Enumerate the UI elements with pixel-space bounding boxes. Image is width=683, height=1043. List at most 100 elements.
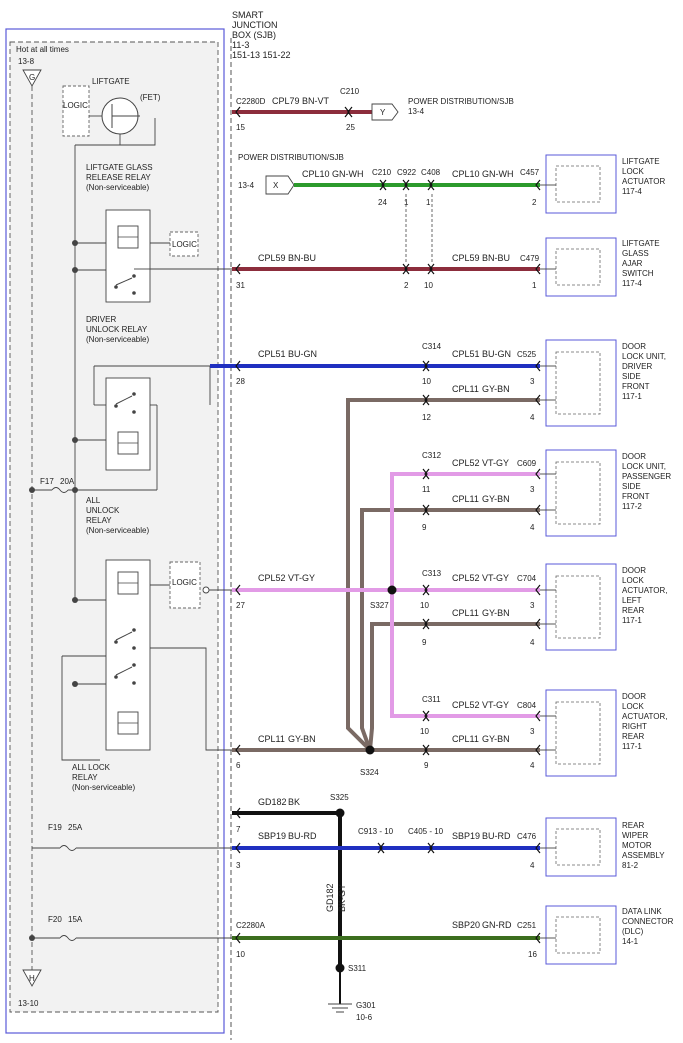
wire-color-label: GY-BN (482, 384, 510, 394)
all-lock-relay: ALL LOCK RELAY (Non-serviceable) (72, 763, 135, 792)
logic-label: LOGIC (172, 578, 197, 587)
pin-label: 1 (404, 198, 409, 207)
component-label: DOOR (622, 692, 646, 701)
connector-label: C2280A (236, 921, 266, 930)
offsheet-letter: Y (380, 108, 386, 117)
component-label: LOCK (622, 702, 644, 711)
pin-label: 1 (532, 281, 537, 290)
component-label: 117-2 (622, 502, 642, 511)
wire-color-label: GN-WH (482, 169, 514, 179)
sjb-title-line: 151-13 151-22 (232, 50, 291, 60)
component-label: GLASS (622, 249, 649, 258)
offsheet-label: POWER DISTRIBUTION/SJB (238, 153, 344, 162)
liftgate-glass-release-relay: LIFTGATE GLASS RELEASE RELAY (Non-servic… (86, 163, 153, 303)
wire-circuit-label: CPL11 (452, 384, 479, 394)
component-label: LIFTGATE (622, 239, 660, 248)
connector-label: C210 (372, 168, 392, 177)
sjb-title-line: SMART (232, 10, 264, 20)
logic-box (62, 85, 90, 137)
pin-label: 25 (346, 123, 355, 132)
component-label: PASSENGER (622, 472, 671, 481)
splice-label: S325 (330, 793, 349, 802)
relay-label: LIFTGATE GLASS (86, 163, 153, 172)
fuse-name: F20 (48, 915, 62, 924)
component-label: 117-4 (622, 187, 642, 196)
fuse-rating: 25A (68, 823, 83, 832)
pin-label: 3 (236, 861, 241, 870)
component-label: DOOR (622, 566, 646, 575)
ground-ref: 10-6 (356, 1013, 373, 1022)
pin-label: 3 (530, 377, 535, 386)
component-rear-wiper-motor: REAR WIPER MOTOR ASSEMBLY 81-2 (540, 817, 665, 877)
wire-color-label: BK (288, 797, 300, 807)
component-label: 117-1 (622, 616, 642, 625)
wire-circuit-label: CPL11 (258, 734, 285, 744)
pin-label: 4 (530, 413, 535, 422)
component-label: LOCK UNIT, (622, 462, 666, 471)
relay-label: UNLOCK RELAY (86, 325, 148, 334)
pin-label: 3 (530, 485, 535, 494)
sjb-title: SMART JUNCTION BOX (SJB) 11-3 151-13 151… (232, 10, 291, 60)
component-label: WIPER (622, 831, 648, 840)
component-label: 117-4 (622, 279, 642, 288)
pin-label: 3 (530, 727, 535, 736)
splice-s324 (365, 745, 375, 755)
sjb-frame (5, 28, 225, 1034)
component-label: LIFTGATE (622, 157, 660, 166)
component-label: ASSEMBLY (622, 851, 665, 860)
pin-label: 15 (236, 123, 245, 132)
component-label: SIDE (622, 372, 641, 381)
component-label: LOCK (622, 167, 644, 176)
wire-color-label: GN-RD (482, 920, 512, 930)
component-label: LOCK UNIT, (622, 352, 666, 361)
component-label: REAR (622, 732, 644, 741)
pin-label: 1 (426, 198, 431, 207)
wire-color-label: BK-GY (337, 884, 347, 912)
wire-circuit-label: CPL11 (452, 494, 479, 504)
relay-label: ALL (86, 496, 101, 505)
fuse-rating: 15A (68, 915, 83, 924)
component-label: REAR (622, 606, 644, 615)
component-label: 14-1 (622, 937, 639, 946)
offsheet-label: 13-4 (238, 181, 255, 190)
pin-label: 4 (530, 638, 535, 647)
ref-top: 13-8 (18, 57, 35, 66)
component-label: REAR (622, 821, 644, 830)
wire-color-label: VT-GY (482, 700, 509, 710)
logic-label: LOGIC (172, 240, 197, 249)
fuse-symbol (51, 487, 69, 493)
wire-cpl11-harness (232, 398, 540, 752)
wire-color-label: VT-GY (482, 573, 509, 583)
splice-s327 (387, 585, 397, 595)
bus-node-top: G (22, 69, 42, 87)
wire-circuit-label: CPL51 (258, 349, 286, 359)
wire-circuit-label: CPL79 (272, 96, 300, 106)
connector-label: C525 (517, 350, 537, 359)
component-liftgate-glass-ajar-switch: LIFTGATE GLASS AJAR SWITCH 117-4 (540, 237, 660, 297)
wire-circuit-label: CPL52 (258, 573, 286, 583)
logic-box (169, 231, 199, 257)
pin-label: 11 (422, 485, 431, 494)
wire-circuit-label: SBP19 (258, 831, 286, 841)
component-label: DATA LINK (622, 907, 662, 916)
component-label: 81-2 (622, 861, 639, 870)
wire-color-label: GY-BN (482, 494, 510, 504)
bus-node-letter: H (29, 974, 35, 983)
offsheet-letter: X (273, 181, 279, 190)
relay-label: (Non-serviceable) (86, 183, 149, 192)
relay-label: (Non-serviceable) (86, 335, 149, 344)
pin-label: 28 (236, 377, 245, 386)
wire-color-label: BN-VT (302, 96, 330, 106)
all-unlock-relay: ALL UNLOCK RELAY (Non-serviceable) (86, 496, 151, 751)
wire-circuit-label: CPL10 (302, 169, 330, 179)
component-door-lock-left-rear: DOOR LOCK ACTUATOR, LEFT REAR 117-1 (540, 563, 667, 651)
pin-label: 10 (424, 281, 433, 290)
component-label: DOOR (622, 342, 646, 351)
wire-circuit-label: CPL59 (452, 253, 480, 263)
relay-label: UNLOCK (86, 506, 120, 515)
component-liftgate-lock-actuator: LIFTGATE LOCK ACTUATOR 117-4 (540, 154, 665, 214)
pin-label: 24 (378, 198, 387, 207)
ref-bottom: 13-10 (18, 999, 39, 1008)
wire-circuit-label: SBP19 (452, 831, 480, 841)
